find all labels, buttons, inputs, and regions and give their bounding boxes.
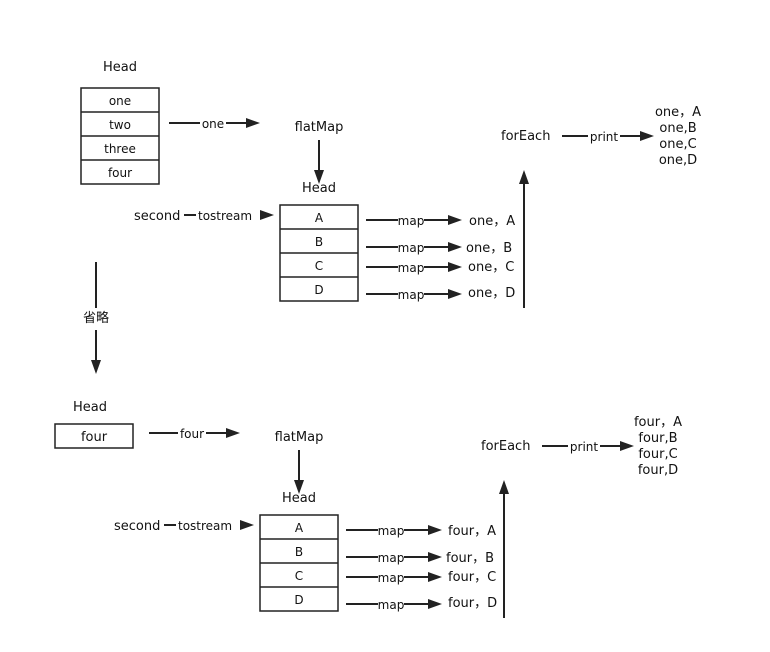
- top-map-label-a: map: [398, 214, 425, 228]
- bottom-map-label-b: map: [378, 551, 405, 565]
- top-one-arrow-label: one: [202, 117, 224, 131]
- top-map-result-b: one，B: [466, 241, 512, 256]
- top-map-arrow-d: map one，D: [366, 286, 515, 302]
- bottom-output-2: four,B: [638, 431, 677, 446]
- top-map-result-d: one，D: [468, 286, 515, 301]
- top-map-arrow-c: map one，C: [366, 260, 514, 275]
- top-head-item-four: four: [108, 166, 132, 180]
- bottom-flatmap-down-arrow: [294, 450, 304, 494]
- bottom-inner-item-c: C: [295, 569, 303, 583]
- bottom-output-4: four,D: [638, 463, 678, 478]
- bottom-tostream-label: tostream: [178, 519, 232, 533]
- bottom-map-label-c: map: [378, 571, 405, 585]
- bottom-inner-list: A B C D: [259, 514, 339, 612]
- top-section: Head one two three four one flatMap Head…: [80, 60, 701, 308]
- top-inner-list: A B C D: [279, 204, 359, 302]
- bottom-map-arrow-c: map four，C: [346, 570, 496, 585]
- top-flatmap-down-arrow: [314, 140, 324, 184]
- top-map-arrow-b: map one，B: [366, 241, 512, 256]
- bottom-inner-item-b: B: [295, 545, 303, 559]
- top-inner-item-c: C: [315, 259, 323, 273]
- bottom-second-label: second: [114, 519, 160, 534]
- top-inner-item-d: D: [314, 283, 323, 297]
- bottom-four-arrow-label: four: [180, 427, 204, 441]
- bottom-inner-item-a: A: [295, 521, 304, 535]
- bottom-outputs: four，A four,B four,C four,D: [634, 415, 682, 478]
- bottom-head-box: [54, 423, 134, 449]
- bottom-map-result-b: four，B: [446, 551, 494, 566]
- top-output-4: one,D: [659, 153, 697, 168]
- bottom-head-item-four: four: [81, 430, 108, 445]
- top-head-item-one: one: [109, 94, 131, 108]
- top-output-3: one,C: [659, 137, 696, 152]
- bottom-map-label-a: map: [378, 524, 405, 538]
- top-output-2: one,B: [659, 121, 696, 136]
- top-outputs: one，A one,B one,C one,D: [655, 105, 701, 168]
- bottom-map-result-a: four，A: [448, 524, 496, 539]
- top-map-result-a: one，A: [469, 214, 515, 229]
- top-second-arrow: second tostream: [134, 209, 274, 224]
- bottom-second-arrow: second tostream: [114, 519, 254, 534]
- omit-label: 省略: [83, 310, 109, 326]
- top-map-label-d: map: [398, 288, 425, 302]
- bottom-map-arrow-b: map four，B: [346, 551, 494, 566]
- bottom-map-arrow-a: map four，A: [346, 524, 496, 539]
- omit-arrow: 省略: [83, 262, 109, 374]
- bottom-four-arrow: four: [149, 427, 240, 441]
- bottom-map-arrow-d: map four，D: [346, 596, 497, 612]
- bottom-flatmap-label: flatMap: [275, 430, 324, 445]
- top-map-label-c: map: [398, 261, 425, 275]
- bottom-print-arrow: print: [542, 440, 634, 454]
- top-foreach-label: forEach: [501, 129, 550, 144]
- top-map-arrow-a: map one，A: [366, 214, 515, 229]
- bottom-output-3: four,C: [638, 447, 677, 462]
- bottom-output-1: four，A: [634, 415, 682, 430]
- top-flatmap-label: flatMap: [295, 120, 344, 135]
- bottom-head-label: Head: [73, 400, 107, 415]
- bottom-map-result-d: four，D: [448, 596, 497, 611]
- top-output-1: one，A: [655, 105, 701, 120]
- top-foreach-up-arrow: [519, 170, 529, 308]
- top-head-item-two: two: [109, 118, 131, 132]
- bottom-section: Head four four flatMap Head second tostr…: [54, 400, 682, 618]
- top-inner-item-a: A: [315, 211, 324, 225]
- top-print-label: print: [590, 130, 618, 144]
- top-head-label: Head: [103, 60, 137, 75]
- top-print-arrow: print: [562, 130, 654, 144]
- top-head-item-three: three: [104, 142, 136, 156]
- top-inner-head-label: Head: [302, 181, 336, 196]
- bottom-head-list: four: [54, 423, 134, 449]
- top-inner-item-b: B: [315, 235, 323, 249]
- bottom-inner-head-label: Head: [282, 491, 316, 506]
- top-head-list: one two three four: [80, 87, 160, 185]
- top-one-arrow: one: [169, 117, 260, 131]
- top-map-result-c: one，C: [468, 260, 514, 275]
- bottom-inner-item-d: D: [294, 593, 303, 607]
- top-tostream-label: tostream: [198, 209, 252, 223]
- bottom-map-result-c: four，C: [448, 570, 496, 585]
- top-map-label-b: map: [398, 241, 425, 255]
- top-second-label: second: [134, 209, 180, 224]
- bottom-print-label: print: [570, 440, 598, 454]
- bottom-foreach-up-arrow: [499, 480, 509, 618]
- bottom-foreach-label: forEach: [481, 439, 530, 454]
- bottom-map-label-d: map: [378, 598, 405, 612]
